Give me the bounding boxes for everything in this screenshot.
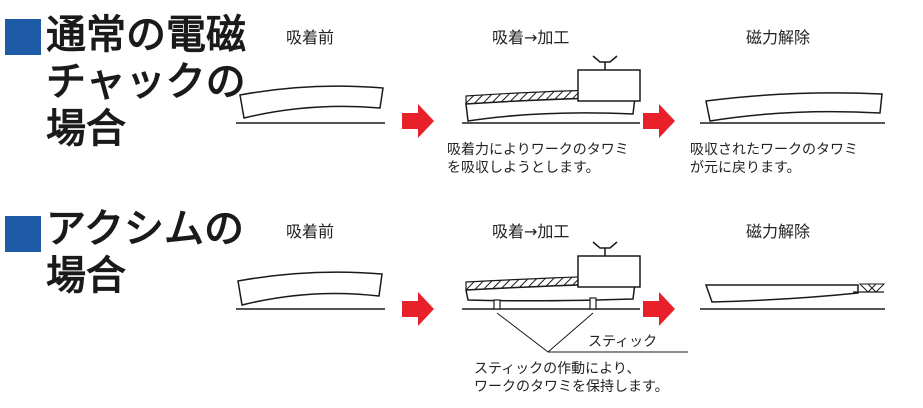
section2-step-before: 吸着前 — [286, 222, 335, 241]
right-arrow-icon — [402, 292, 434, 326]
section1-note-process: 吸着力によりワークのタワミ を吸収しようとします。 — [447, 141, 629, 177]
section1-step-release: 磁力解除 — [746, 28, 811, 47]
section1-step-before: 吸着前 — [286, 28, 335, 47]
section2-note: スティックの作動により、 ワークのタワミを保持します。 — [474, 360, 669, 396]
section2-heading-line1: アクシムの — [46, 206, 244, 252]
section2-step-release: 磁力解除 — [746, 222, 811, 241]
right-arrow-icon — [402, 104, 434, 138]
section2-release-workpiece — [700, 284, 885, 310]
section1-heading-line3: 場合 — [46, 106, 126, 152]
section2-note-line2: ワークのタワミを保持します。 — [474, 379, 669, 395]
section2-heading: アクシムの 場合 — [46, 206, 244, 300]
section1-note-release-line2: が元に戻ります。 — [690, 160, 801, 176]
section1-note-process-line2: を吸収しようとします。 — [447, 160, 600, 176]
section2-step-process: 吸着→加工 — [492, 222, 570, 241]
section2-heading-line2: 場合 — [46, 253, 126, 299]
section1-heading-line1: 通常の電磁 — [46, 12, 246, 58]
section1-before-workpiece — [236, 85, 385, 124]
section1-note-release: 吸収されたワークのタワミ が元に戻ります。 — [690, 141, 858, 177]
grinding-tool-icon — [577, 241, 641, 288]
section1-note-process-line1: 吸着力によりワークのタワミ — [447, 142, 629, 158]
section2-note-line1: スティックの作動により、 — [474, 361, 641, 377]
right-arrow-icon — [643, 104, 675, 138]
section1-step-process: 吸着→加工 — [492, 28, 570, 47]
section1-heading: 通常の電磁 チャックの 場合 — [46, 12, 246, 153]
section2-marker — [5, 216, 41, 252]
section1-note-release-line1: 吸収されたワークのタワミ — [690, 142, 858, 158]
stick-label: スティック — [588, 334, 658, 350]
grinding-tool-icon — [577, 55, 641, 102]
level-gauge-icon — [853, 283, 886, 293]
section1-marker — [5, 19, 41, 55]
stick-callout-lines — [496, 312, 688, 353]
section1-release-workpiece — [700, 92, 885, 124]
right-arrow-icon — [643, 292, 675, 326]
section2-before-workpiece — [236, 271, 385, 310]
section1-heading-line2: チャックの — [46, 59, 246, 105]
